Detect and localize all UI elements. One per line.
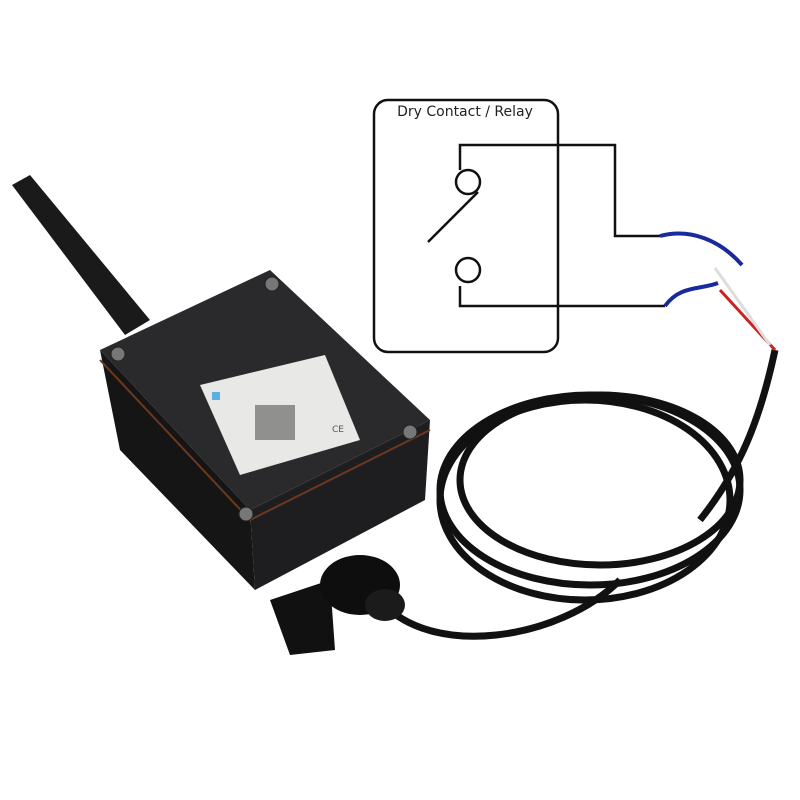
sensor-enclosure	[99, 270, 431, 655]
cable-coil	[377, 349, 779, 640]
switch-contact	[427, 191, 479, 243]
diagram-title: Dry Contact / Relay	[397, 104, 533, 120]
wire-ends	[713, 267, 777, 352]
blue-wire-top	[659, 231, 744, 267]
relay-diagram	[372, 98, 744, 354]
ce-mark: CE	[332, 425, 344, 435]
blue-wire-bottom	[663, 281, 719, 308]
antenna	[12, 175, 150, 335]
diagram-box	[372, 98, 560, 354]
product-label: CE	[200, 355, 360, 475]
